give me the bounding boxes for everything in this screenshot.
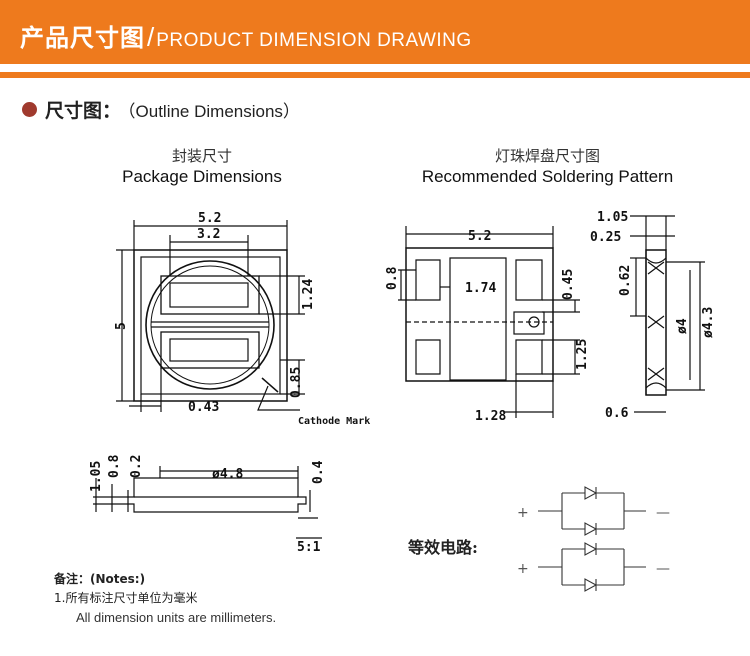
header-divider bbox=[0, 72, 750, 78]
circuit-block-1 bbox=[538, 486, 646, 536]
dim-solder-gap: 1.74 bbox=[465, 281, 496, 296]
dim-body-height: 0.8 bbox=[107, 454, 122, 478]
dim-profile-wall: 0.62 bbox=[618, 265, 633, 296]
header-title-zh: 产品尺寸图 bbox=[20, 24, 145, 52]
circuit-block-2 bbox=[538, 542, 646, 592]
cathode-mark-label: Cathode Mark bbox=[298, 416, 370, 427]
package-caption-zh: 封装尺寸 bbox=[171, 147, 232, 165]
notes-line1: 1.所有标注尺寸单位为毫米 bbox=[54, 591, 198, 605]
notes: 备注：(Notes:) 1.所有标注尺寸单位为毫米 All dimension … bbox=[54, 570, 276, 628]
header-title: 产品尺寸图/PRODUCT DIMENSION DRAWING bbox=[20, 18, 472, 53]
soldering-caption-en: Recommended Soldering Pattern bbox=[421, 167, 674, 186]
package-top-view bbox=[116, 220, 305, 412]
dim-package-width: 5.2 bbox=[198, 211, 221, 226]
header-title-slash: / bbox=[147, 22, 155, 52]
dim-lens-height: 0.2 bbox=[129, 455, 144, 478]
package-caption-en: Package Dimensions bbox=[122, 167, 282, 186]
dim-profile-bottom: 0.6 bbox=[605, 406, 629, 421]
section-title-zh: 尺寸图： bbox=[45, 100, 122, 122]
notes-line2: All dimension units are millimeters. bbox=[76, 610, 277, 625]
dim-solder-pad-length: 1.28 bbox=[475, 409, 506, 424]
dim-profile-inner-diameter: ø4 bbox=[675, 318, 690, 334]
lens-profile-view bbox=[630, 215, 705, 413]
section-title-en: （Outline Dimensions） bbox=[127, 102, 300, 121]
soldering-caption: 灯珠焊盘尺寸图 Recommended Soldering Pattern bbox=[405, 146, 690, 188]
circuit-minus-2: — bbox=[656, 561, 670, 577]
scale-label: 5:1 bbox=[297, 540, 321, 555]
dim-profile-outer-diameter: ø4.3 bbox=[701, 307, 716, 338]
dim-solder-pad-width: 0.45 bbox=[561, 269, 576, 300]
soldering-pattern bbox=[398, 226, 580, 418]
dim-corner: 0.85 bbox=[289, 367, 304, 398]
soldering-caption-zh: 灯珠焊盘尺寸图 bbox=[494, 147, 600, 165]
dim-step: 0.4 bbox=[311, 460, 326, 484]
dim-solder-pad-height: 0.8 bbox=[385, 266, 400, 290]
dim-package-height: 5 bbox=[114, 322, 129, 330]
dim-pad-height: 1.24 bbox=[301, 279, 316, 310]
bullet-icon bbox=[22, 102, 37, 117]
circuit-plus-1: + bbox=[517, 505, 529, 521]
circuit-minus-1: — bbox=[656, 505, 670, 521]
circuit-label: 等效电路: bbox=[408, 538, 478, 557]
header-title-en: PRODUCT DIMENSION DRAWING bbox=[156, 30, 472, 51]
dim-package-inner-width: 3.2 bbox=[197, 227, 220, 242]
dim-total-height: 1.05 bbox=[89, 461, 104, 492]
header-bar bbox=[0, 0, 750, 64]
equivalent-circuit bbox=[538, 486, 646, 592]
package-side-view bbox=[93, 466, 318, 519]
dim-offset: 0.43 bbox=[188, 400, 219, 415]
package-caption: 封装尺寸 Package Dimensions bbox=[112, 146, 292, 188]
dim-lens-diameter: ø4.8 bbox=[212, 467, 243, 482]
circuit-plus-2: + bbox=[517, 561, 529, 577]
dim-solder-pad-spacing: 1.25 bbox=[575, 339, 590, 370]
dim-profile-total: 1.05 bbox=[597, 210, 628, 225]
dim-solder-width: 5.2 bbox=[468, 229, 491, 244]
section-heading: 尺寸图： （Outline Dimensions） bbox=[22, 96, 300, 123]
notes-title: 备注：(Notes:) bbox=[54, 572, 146, 586]
dim-profile-top: 0.25 bbox=[590, 230, 621, 245]
